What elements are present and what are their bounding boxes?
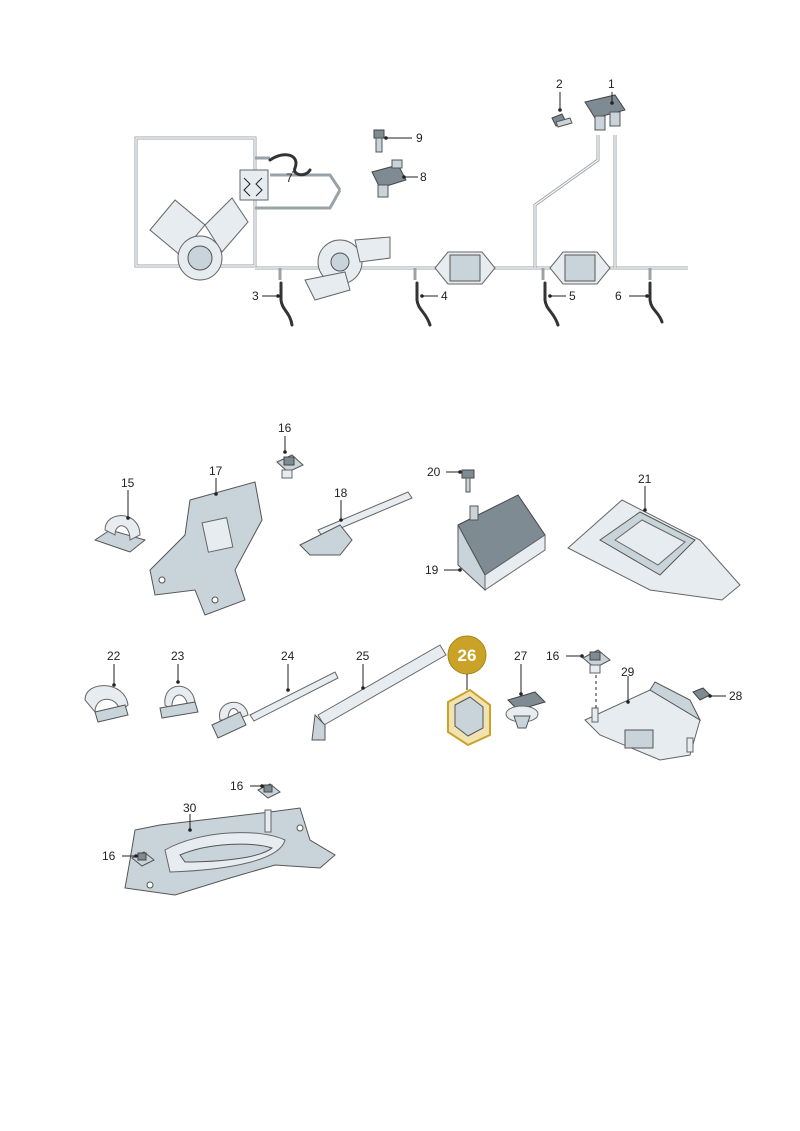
leaders-row3 — [122, 784, 264, 858]
nut-16a — [276, 454, 304, 479]
callout-18: 18 — [334, 486, 348, 500]
part-26-highlight: 26 — [447, 635, 491, 747]
clip-15 — [93, 515, 147, 553]
clip-26 — [447, 688, 491, 747]
cooler-box — [239, 169, 269, 201]
callout-15: 15 — [121, 476, 135, 490]
bolt-2 — [551, 113, 573, 128]
callout-7: 7 — [286, 171, 293, 185]
callout-26: 26 — [458, 646, 477, 665]
callout-17: 17 — [209, 464, 223, 478]
nut-16c — [257, 783, 281, 799]
callout-30: 30 — [183, 801, 197, 815]
leaders-row2 — [112, 654, 726, 708]
nut-28 — [692, 687, 711, 701]
callout-20: 20 — [427, 465, 441, 479]
pressure-sensor-1 — [584, 94, 626, 131]
nut-16b — [582, 649, 611, 674]
sensor-6 — [648, 281, 664, 324]
catalytic-converter-1 — [434, 251, 496, 285]
callout-16d: 16 — [102, 849, 116, 863]
grommet-27 — [505, 691, 546, 729]
callout-24: 24 — [281, 649, 295, 663]
clip-22 — [84, 685, 129, 723]
sensor-5 — [543, 281, 560, 327]
sensor-3 — [279, 281, 294, 327]
callout-4: 4 — [441, 289, 448, 303]
callout-27: 27 — [514, 649, 528, 663]
callout-9: 9 — [416, 131, 423, 145]
callout-3: 3 — [252, 289, 259, 303]
bolt-9 — [373, 129, 385, 153]
callout-5: 5 — [569, 289, 576, 303]
bracket-29 — [584, 681, 702, 761]
bracket-17 — [149, 481, 263, 616]
valve-8 — [371, 159, 407, 198]
leaders-row1 — [126, 436, 647, 572]
cable-tie-18 — [299, 491, 413, 556]
callout-16a: 16 — [278, 421, 292, 435]
exhaust-schematic — [134, 135, 688, 301]
callout-21: 21 — [638, 472, 652, 486]
hose-7 — [268, 153, 312, 177]
callout-23: 23 — [171, 649, 185, 663]
turbocharger — [304, 236, 391, 301]
callout-6: 6 — [615, 289, 622, 303]
strap-25 — [311, 644, 447, 741]
callout-19: 19 — [425, 563, 439, 577]
callout-2: 2 — [556, 77, 563, 91]
leaders-top — [262, 92, 649, 298]
callout-22: 22 — [107, 649, 121, 663]
catalytic-converter-2 — [549, 251, 611, 285]
control-unit-19 — [457, 494, 546, 592]
callout-16b: 16 — [546, 649, 560, 663]
callout-8: 8 — [420, 170, 427, 184]
callout-1: 1 — [608, 77, 615, 91]
module-21 — [567, 499, 741, 601]
screw-20 — [461, 469, 475, 493]
clip-23 — [159, 685, 199, 719]
callout-29: 29 — [621, 665, 635, 679]
bracket-30 — [124, 807, 336, 896]
callout-25: 25 — [356, 649, 370, 663]
callout-28: 28 — [729, 689, 743, 703]
callout-16c: 16 — [230, 779, 244, 793]
cable-tie-24 — [211, 671, 339, 739]
sensor-4 — [415, 281, 432, 327]
engine-block — [149, 197, 249, 281]
